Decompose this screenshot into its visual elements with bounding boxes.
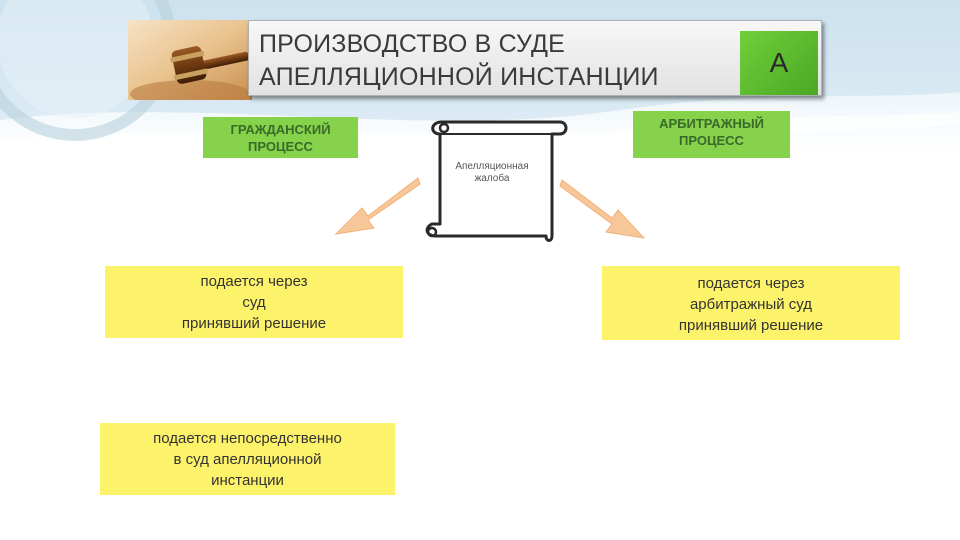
arbitration-process-label: АРБИТРАЖНЫЙ ПРОЦЕСС bbox=[633, 111, 790, 158]
arrow-right-down-icon bbox=[559, 179, 646, 239]
scroll-document-icon bbox=[425, 120, 568, 242]
page-title-line1: ПРОИЗВОДСТВО В СУДЕ bbox=[259, 30, 566, 58]
civil-label-line1: ГРАЖДАНСКИЙ bbox=[230, 122, 331, 137]
arb-court-line3: принявший решение bbox=[678, 317, 824, 334]
scroll-caption: Апелляционная жалоба bbox=[440, 161, 544, 185]
arb-court-box: подается через арбитражный суд принявший… bbox=[602, 266, 900, 340]
scroll-caption-line2: жалоба bbox=[474, 173, 510, 184]
page-title-line2: АПЕЛЛЯЦИОННОЙ ИНСТАНЦИИ bbox=[259, 63, 659, 91]
arb-label-line2: ПРОЦЕСС bbox=[679, 133, 744, 148]
arb-court-line1: подается через bbox=[697, 275, 805, 292]
gavel-icon bbox=[128, 20, 252, 100]
civil-court-box: подается через суд принявший решение bbox=[105, 266, 403, 338]
civil-direct-box: подается непосредственно в суд апелляцио… bbox=[100, 423, 395, 495]
civil-court-line2: суд bbox=[242, 294, 266, 311]
civil-court-line3: принявший решение bbox=[181, 315, 327, 332]
arb-label-line1: АРБИТРАЖНЫЙ bbox=[659, 116, 764, 131]
scroll-caption-line1: Апелляционная bbox=[455, 161, 529, 172]
civil-label-line2: ПРОЦЕСС bbox=[248, 139, 313, 154]
gavel-photo bbox=[128, 20, 252, 100]
section-badge: A bbox=[740, 31, 818, 95]
civil-direct-line2: в суд апелляционной bbox=[173, 451, 322, 468]
civil-process-label: ГРАЖДАНСКИЙ ПРОЦЕСС bbox=[203, 117, 358, 158]
arb-court-line2: арбитражный суд bbox=[689, 296, 813, 313]
civil-direct-line3: инстанции bbox=[211, 472, 284, 489]
civil-court-line1: подается через bbox=[200, 273, 308, 290]
title-box: ПРОИЗВОДСТВО В СУДЕ АПЕЛЛЯЦИОННОЙ ИНСТАН… bbox=[248, 20, 822, 96]
arrow-left-down-icon bbox=[334, 177, 421, 235]
civil-direct-line1: подается непосредственно bbox=[153, 430, 342, 447]
